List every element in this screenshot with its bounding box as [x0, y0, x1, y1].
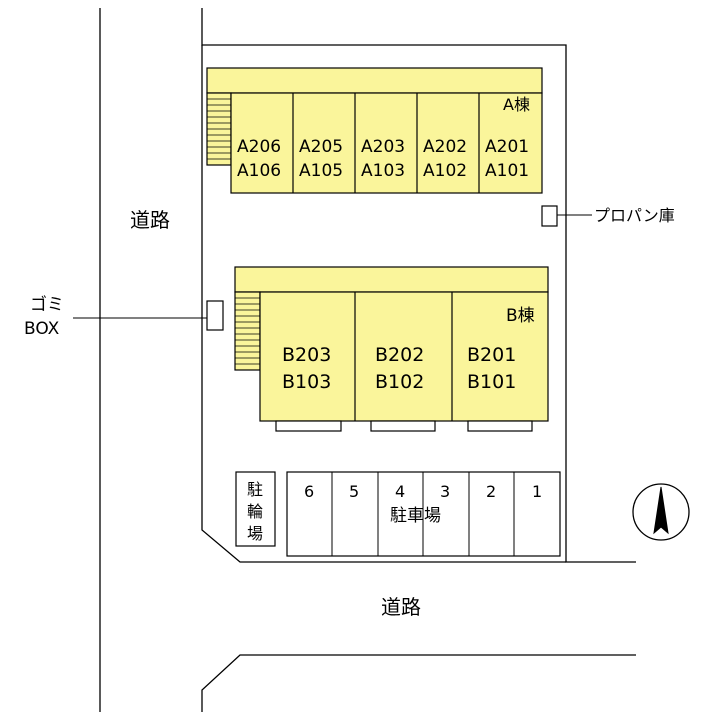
bicycle-parking-area: [235, 471, 276, 547]
bicycle-parking-char: 場: [247, 524, 263, 543]
road-label-left: 道路: [130, 208, 170, 232]
unit-number: A105: [299, 161, 343, 181]
site-boundary-bottom-left: [201, 45, 566, 563]
unit-number: A205: [299, 137, 343, 157]
bottom-road-edge: [201, 654, 636, 712]
car-parking: 6 5 4 3 2 1 駐車場: [286, 471, 561, 557]
parking-space-number: 3: [440, 482, 450, 501]
parking-label: 駐車場: [390, 506, 441, 526]
building-b-body: [259, 291, 549, 422]
building-b-corridor: [234, 266, 549, 293]
unit-number: B103: [282, 371, 331, 393]
unit-column: A201 A101: [485, 137, 529, 181]
unit-number: A202: [423, 137, 467, 157]
bicycle-parking: 駐 輪 場: [235, 471, 276, 547]
unit-number: A206: [237, 137, 281, 157]
unit-column: A203 A103: [361, 137, 405, 181]
building-a-body: [230, 92, 543, 194]
unit-number: A201: [485, 137, 529, 157]
unit-column: A205 A105: [299, 137, 343, 181]
site-outline: [99, 8, 636, 712]
road-label-bottom: 道路: [381, 595, 421, 619]
balcony: [467, 420, 533, 432]
garbage-box: ゴミ BOX: [24, 294, 224, 339]
unit-number: B202: [375, 344, 424, 366]
bicycle-parking-char: 輪: [247, 502, 263, 521]
building-b-name: B棟: [506, 306, 535, 326]
north-arrow-icon: [632, 483, 690, 541]
bicycle-parking-char: 駐: [247, 480, 263, 499]
propane-label: プロパン庫: [594, 206, 675, 225]
parking-space-number: 6: [304, 482, 314, 501]
building-a-name: A棟: [503, 95, 530, 114]
unit-number: B201: [467, 344, 516, 366]
parking-space-number: 1: [532, 482, 542, 501]
propane-marker: [541, 205, 558, 227]
unit-number: A106: [237, 161, 281, 181]
unit-column: B201 B101: [467, 344, 516, 393]
building-a: A棟 A206 A106 A205 A105 A203 A103 A202 A1…: [206, 67, 543, 194]
unit-number: A203: [361, 137, 405, 157]
unit-number: B102: [375, 371, 424, 393]
balcony: [370, 420, 436, 432]
building-a-corridor: [206, 67, 543, 94]
parking-space-number: 4: [395, 482, 405, 501]
garbage-box-label-line1: ゴミ: [30, 294, 64, 315]
propane-storage: プロパン庫: [541, 205, 675, 227]
building-b: B棟 B203 B103 B202 B102 B201 B101: [234, 266, 549, 432]
unit-number: A103: [361, 161, 405, 181]
site-boundary-top-right: [201, 8, 636, 563]
unit-number: A102: [423, 161, 467, 181]
unit-column: B202 B102: [375, 344, 424, 393]
unit-number: B101: [467, 371, 516, 393]
garbage-box-label-line2: BOX: [24, 319, 60, 339]
unit-number: B203: [282, 344, 331, 366]
unit-number: A101: [485, 161, 529, 181]
parking-space-number: 5: [349, 482, 359, 501]
garbage-box-marker: [206, 300, 224, 331]
balcony: [275, 420, 342, 432]
unit-column: A202 A102: [423, 137, 467, 181]
unit-column: B203 B103: [282, 344, 331, 393]
parking-space-number: 2: [486, 482, 496, 501]
unit-column: A206 A106: [237, 137, 281, 181]
building-b-stairs: [234, 291, 261, 371]
